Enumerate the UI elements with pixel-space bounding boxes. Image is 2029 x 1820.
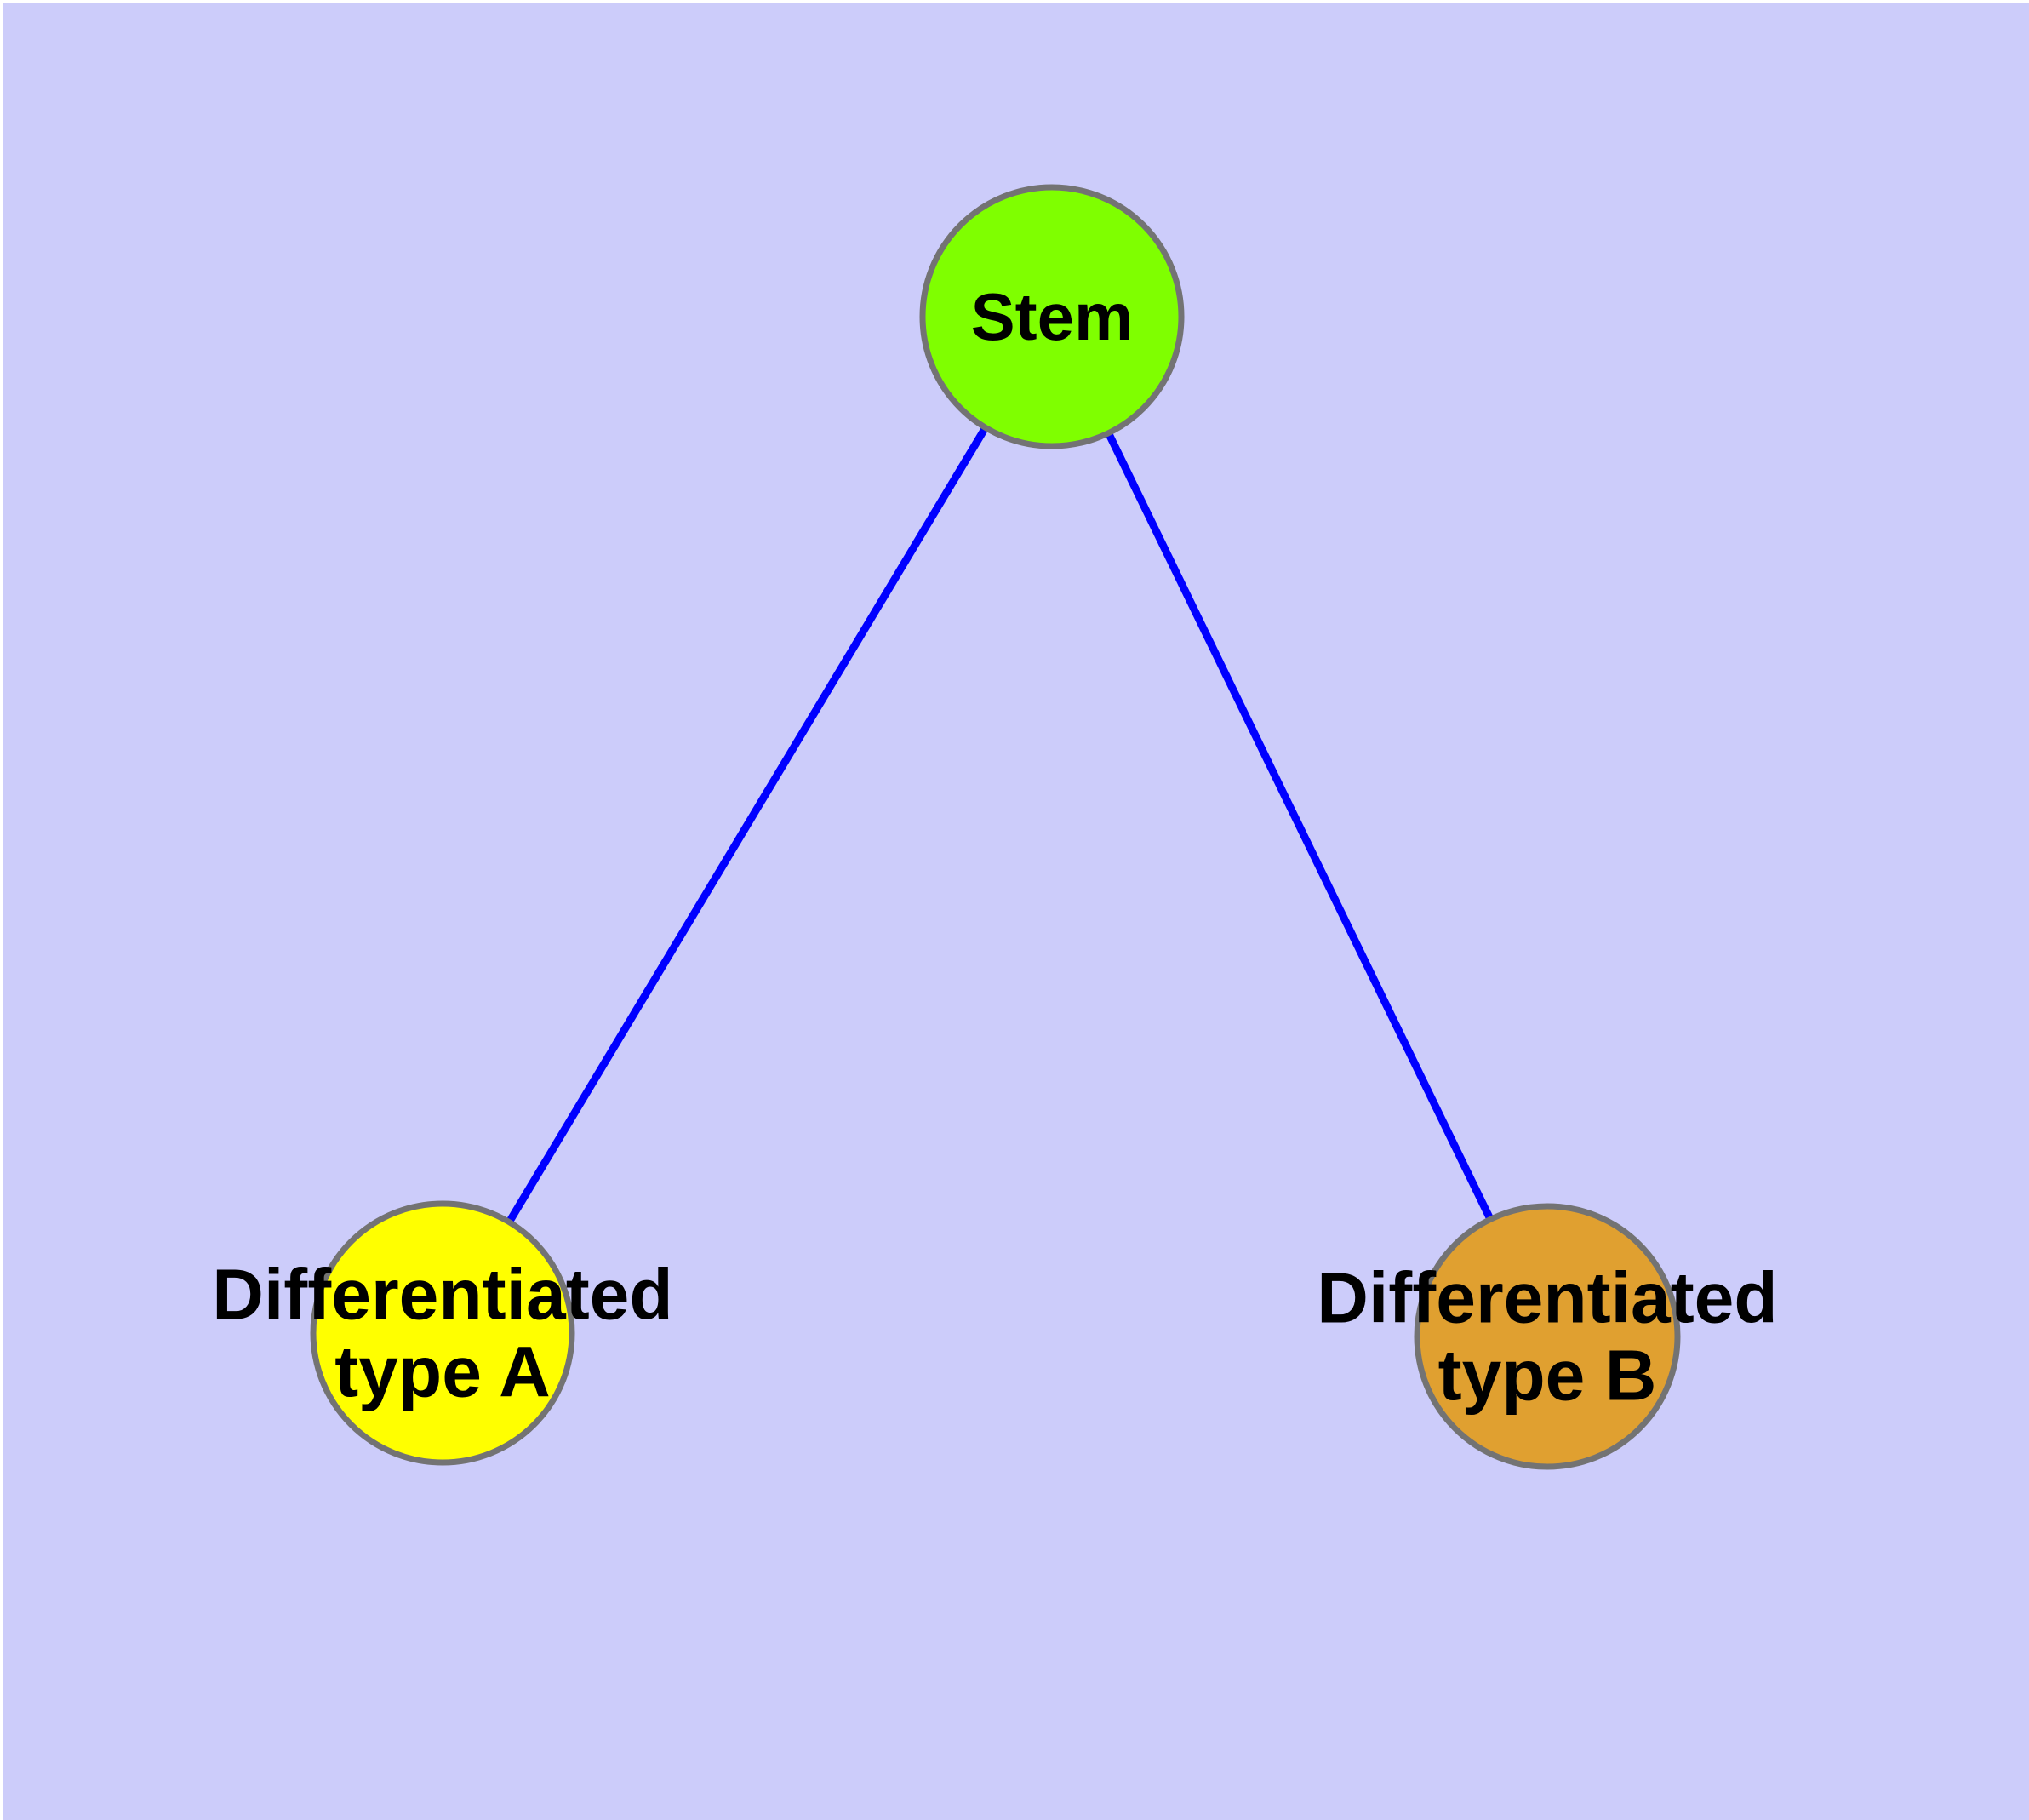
graph-edge-stem-diff_a	[503, 421, 992, 1229]
graph-node-stem[interactable]	[919, 184, 1185, 449]
graph-node-diff_a[interactable]	[310, 1200, 575, 1466]
edges-group	[503, 421, 1496, 1229]
graph-node-diff_b[interactable]	[1414, 1203, 1681, 1470]
nodes-group	[310, 184, 1681, 1470]
graph-edge-stem-diff_b	[1102, 426, 1496, 1226]
